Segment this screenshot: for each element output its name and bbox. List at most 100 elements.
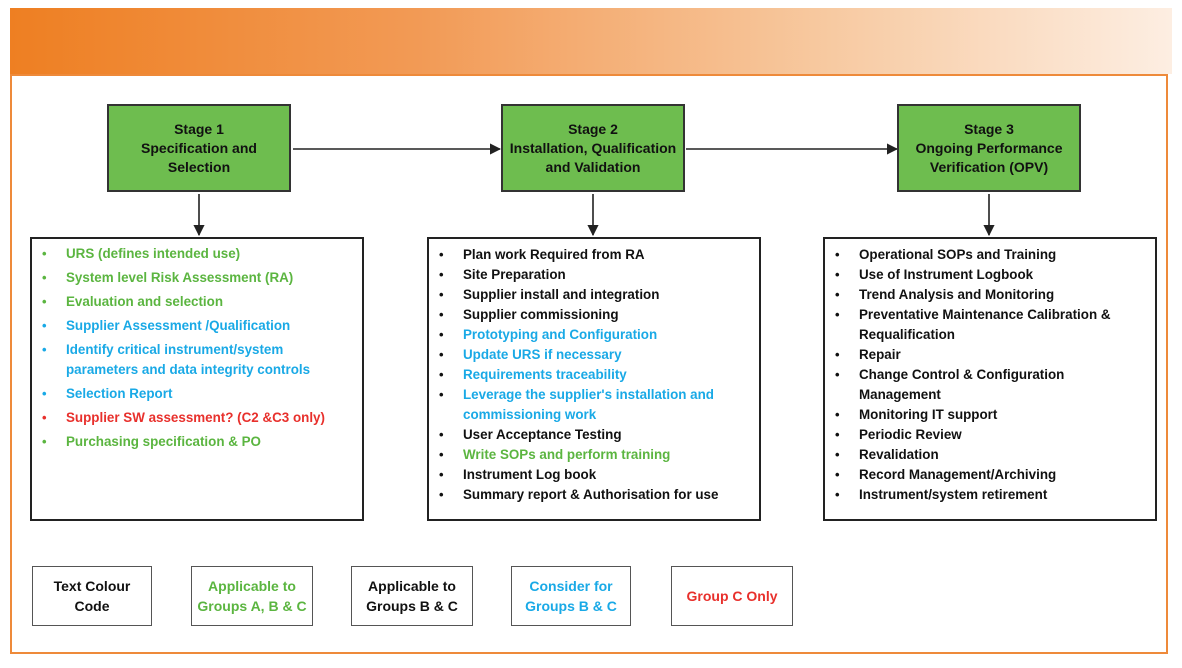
list-item-text: Operational SOPs and Training	[859, 247, 1057, 262]
list-item: •Supplier SW assessment? (C2 &C3 only)	[40, 408, 356, 428]
list-item-text: Write SOPs and perform training	[463, 447, 671, 462]
stage-1-line-3: Selection	[167, 158, 231, 175]
list-item: • Requirements traceability	[437, 365, 753, 385]
list-item: • Preventative Maintenance Calibration & R…	[833, 305, 1149, 345]
list-item: •Monitoring IT support	[833, 405, 1149, 425]
list-item-text: Instrument Log book	[463, 467, 597, 482]
legend-0-line-1: Text Colour	[53, 578, 131, 594]
list-item: • Repair	[833, 345, 1149, 365]
bullet-icon: •	[835, 447, 840, 462]
list-item-text: Plan work Required from RA	[463, 247, 645, 262]
bullet-icon: •	[42, 246, 47, 261]
stage-2-box: Stage 2 Installation, Qualification and …	[501, 104, 685, 192]
legend-0-line-2: Code	[74, 598, 110, 614]
bullet-icon: •	[439, 487, 444, 502]
list-item: •Update URS if necessary	[437, 345, 753, 365]
list-item-text: Purchasing specification & PO	[66, 434, 261, 449]
bullet-icon: •	[439, 367, 444, 382]
bullet-icon: •	[835, 307, 840, 322]
list-item-text: Leverage the supplier's installation and	[463, 387, 714, 402]
list-item: • Revalidation	[833, 445, 1149, 465]
list-item-text: Supplier install and integration	[463, 287, 660, 302]
bullet-icon: •	[835, 407, 840, 422]
stage-3-activity-list: •Operational SOPs and Training•Use of In…	[823, 237, 1157, 521]
list-item-text: Requalification	[859, 327, 955, 342]
list-item-text: URS (defines intended use)	[66, 246, 241, 261]
stage-2-line-1: Stage 2	[568, 120, 618, 137]
list-item-text: Repair	[859, 347, 901, 362]
list-item-text: commissioning work	[463, 407, 597, 422]
list-item-text: Use of Instrument Logbook	[859, 267, 1034, 282]
stage-3-line-1: Stage 3	[964, 120, 1014, 137]
list-item: • Evaluation and selection	[40, 292, 356, 312]
list-item: •Instrument/system retirement	[833, 485, 1149, 505]
legend-2-line-2: Groups B & C	[366, 598, 458, 614]
list-item-text: User Acceptance Testing	[463, 427, 622, 442]
list-item-text: Requirements traceability	[463, 367, 627, 382]
bullet-icon: •	[42, 270, 47, 285]
legend-2-line-1: Applicable to	[368, 578, 456, 594]
list-item: • System level Risk Assessment (RA)	[40, 268, 356, 288]
bullet-icon: •	[439, 447, 444, 462]
bullet-icon: •	[439, 247, 444, 262]
list-item: • Site Preparation	[437, 265, 753, 285]
bullet-icon: •	[439, 267, 444, 282]
stage-2-line-3: and Validation	[545, 158, 641, 175]
list-item-text: Revalidation	[859, 447, 939, 462]
list-item-text: Update URS if necessary	[463, 347, 622, 362]
list-item: •Periodic Review	[833, 425, 1149, 445]
bullet-icon: •	[439, 387, 444, 402]
bullet-icon: •	[835, 347, 840, 362]
list-item: •Instrument Log book	[437, 465, 753, 485]
stage-2-line-2: Installation, Qualification	[509, 139, 677, 156]
bullet-icon: •	[439, 427, 444, 442]
list-item: •Record Management/Archiving	[833, 465, 1149, 485]
list-item: • Leverage the supplier's installation an…	[437, 385, 753, 425]
top-banner	[10, 8, 1172, 74]
list-item-text: Prototyping and Configuration	[463, 327, 658, 342]
list-item-text: Site Preparation	[463, 267, 566, 282]
list-item: • Prototyping and Configuration	[437, 325, 753, 345]
list-item: • Summary report & Authorisation for use	[437, 485, 753, 505]
list-item-text: System level Risk Assessment (RA)	[66, 270, 294, 285]
list-item: • Plan work Required from RA	[437, 245, 753, 265]
list-item-text: Summary report & Authorisation for use	[463, 487, 719, 502]
legend-1-line-1: Applicable to	[208, 578, 296, 594]
bullet-icon: •	[42, 294, 47, 309]
list-item: •Operational SOPs and Training	[833, 245, 1149, 265]
legend-consider-groups-bc: Consider for Groups B & C	[511, 566, 631, 626]
list-item-text: parameters and data integrity controls	[66, 362, 311, 377]
list-item: • Trend Analysis and Monitoring	[833, 285, 1149, 305]
list-item-text: Trend Analysis and Monitoring	[859, 287, 1055, 302]
list-item-text: Change Control & Configuration	[859, 367, 1065, 382]
bullet-icon: •	[439, 327, 444, 342]
legend-1-line-2: Groups A, B & C	[197, 598, 307, 614]
list-item-text: Preventative Maintenance Calibration &	[859, 307, 1111, 322]
list-item-text: Supplier commissioning	[463, 307, 619, 322]
list-item-text: Evaluation and selection	[66, 294, 224, 309]
bullet-icon: •	[42, 386, 47, 401]
bullet-icon: •	[42, 318, 47, 333]
bullet-icon: •	[439, 287, 444, 302]
bullet-icon: •	[835, 367, 840, 382]
list-item: •Selection Report	[40, 384, 356, 404]
bullet-icon: •	[835, 267, 840, 282]
bullet-icon: •	[439, 307, 444, 322]
list-item: •Supplier Assessment /Qualification	[40, 316, 356, 336]
stage-1-line-2: Specification and	[141, 139, 257, 156]
list-item: • Use of Instrument Logbook	[833, 265, 1149, 285]
legend-groups-abc: Applicable to Groups A, B & C	[191, 566, 313, 626]
list-item-text: Periodic Review	[859, 427, 962, 442]
legend-group-c-only: Group C Only	[671, 566, 793, 626]
bullet-icon: •	[835, 287, 840, 302]
bullet-icon: •	[42, 434, 47, 449]
stage-3-box: Stage 3 Ongoing Performance Verification…	[897, 104, 1081, 192]
list-item-text: Identify critical instrument/system	[66, 342, 284, 357]
list-item: • Supplier commissioning	[437, 305, 753, 325]
list-item-text: Instrument/system retirement	[859, 487, 1048, 502]
legend-3-line-1: Consider for	[529, 578, 613, 594]
list-item-text: Supplier SW assessment? (C2 &C3 only)	[66, 410, 325, 425]
